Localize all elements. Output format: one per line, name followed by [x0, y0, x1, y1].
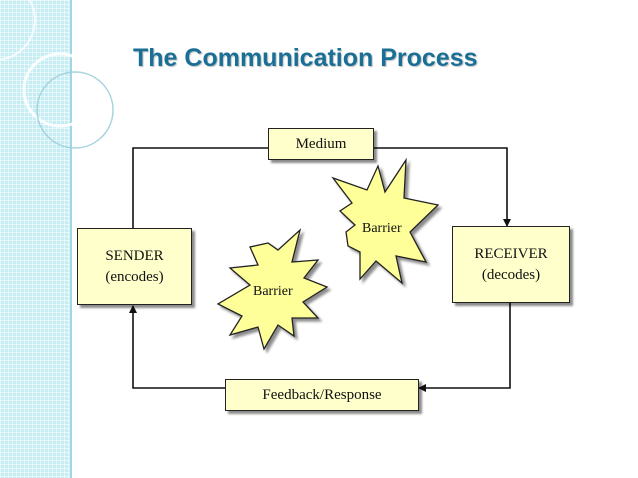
arrow-feedback-to-sender	[129, 305, 225, 389]
arrow-medium-to-receiver	[374, 147, 511, 227]
decorative-circles	[0, 0, 114, 149]
barrier-label-lower: Barrier	[253, 284, 293, 299]
sender-role: (encodes)	[105, 268, 164, 285]
side-strip-edge	[70, 0, 72, 478]
arrow-sender-to-medium	[129, 147, 268, 235]
barrier-burst-upper	[331, 157, 440, 285]
receiver-role: (decodes)	[481, 266, 541, 283]
slide-title: The Communication Process	[133, 44, 478, 72]
barrier-burst-lower	[216, 228, 329, 351]
receiver-label: RECEIVER	[474, 245, 548, 262]
receiver-box: RECEIVER (decodes)	[452, 226, 570, 303]
medium-label: Medium	[295, 135, 347, 152]
medium-box: Medium	[268, 128, 374, 160]
arrow-receiver-to-feedback	[418, 303, 511, 392]
sender-label: SENDER	[105, 247, 164, 264]
feedback-box: Feedback/Response	[225, 379, 419, 411]
barrier-label-upper: Barrier	[362, 221, 402, 236]
sender-box: SENDER (encodes)	[77, 228, 192, 305]
decorative-side-strip	[0, 0, 70, 478]
feedback-label: Feedback/Response	[262, 386, 382, 403]
